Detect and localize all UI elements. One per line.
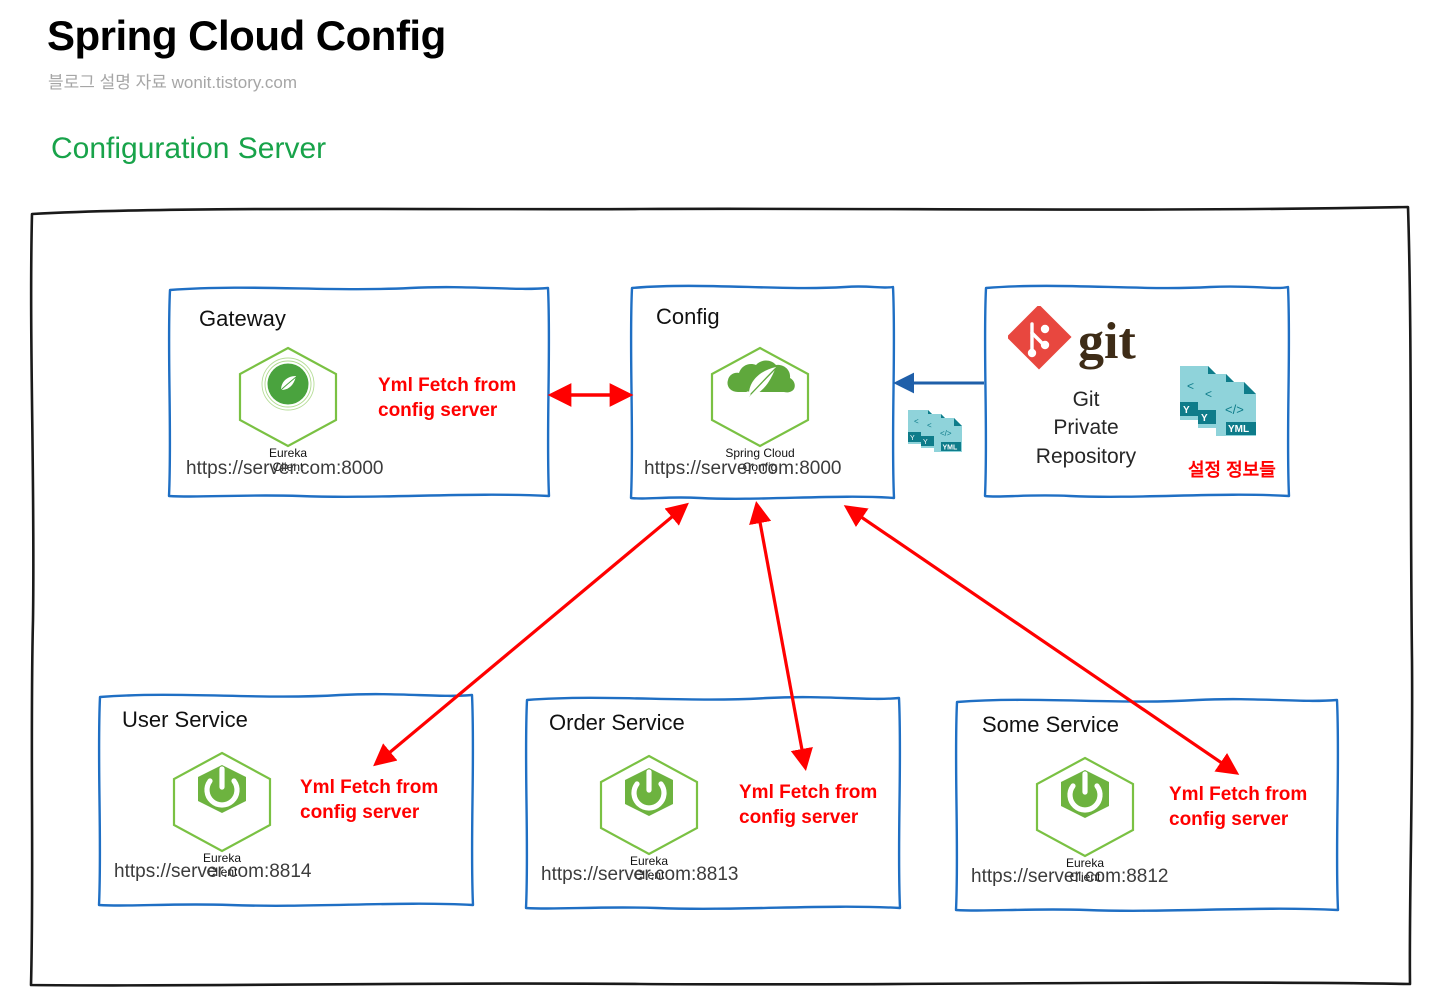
user-service-url: https://server.com:8814 <box>114 861 312 882</box>
config-spring-cloud-badge <box>710 346 810 448</box>
git-text-line-1: Git <box>1072 388 1100 411</box>
gateway-badge-line-2: Client <box>272 460 304 475</box>
order-service-badge-line-1: Eureka <box>629 854 669 868</box>
spring-boot-power-icon <box>625 768 673 816</box>
gateway-fetch-note: Yml Fetch from config server <box>378 373 516 423</box>
svg-text:</>: </> <box>940 429 952 438</box>
gateway-url: https://server.com:8000 <box>186 458 384 479</box>
user-service-fetch-note: Yml Fetch from config server <box>300 775 438 825</box>
svg-text:<: < <box>1205 387 1212 401</box>
svg-text:Y: Y <box>910 435 915 442</box>
config-badge-line-2: Config <box>742 460 778 475</box>
gateway-fetch-note-line-1: Yml Fetch from <box>378 375 517 396</box>
order-service-node[interactable]: Order Service Eureka Client Yml Fetch fr… <box>527 698 900 910</box>
config-node[interactable]: Config Spring Cloud Config https://serve… <box>632 286 894 498</box>
order-service-fetch-note: Yml Fetch from config server <box>739 780 877 830</box>
git-wordmark: git <box>1078 313 1136 370</box>
order-service-fetch-note-line-1: Yml Fetch from <box>739 782 878 803</box>
order-service-badge-line-2: Client <box>633 868 665 883</box>
config-badge-line-1: Spring Cloud <box>725 446 795 460</box>
section-title: Configuration Server <box>51 132 327 165</box>
some-service-badge-line-2: Client <box>1069 870 1101 885</box>
config-url: https://server.com:8000 <box>644 458 842 479</box>
yml-file-stack-icon: Y < Y < YML </> <box>1180 366 1256 436</box>
svg-text:Y: Y <box>923 439 928 446</box>
spring-cloud-config-icon <box>727 360 795 397</box>
config-title: Config <box>656 304 720 329</box>
svg-text:<: < <box>1187 379 1194 393</box>
some-service-fetch-note: Yml Fetch from config server <box>1169 782 1307 832</box>
git-repository-text: Git Private Repository <box>1016 386 1156 471</box>
svg-text:YML: YML <box>1228 424 1249 435</box>
git-text-line-3: Repository <box>1035 444 1137 468</box>
order-service-fetch-note-line-2: config server <box>739 807 859 829</box>
order-service-eureka-badge <box>599 754 699 856</box>
user-service-fetch-note-line-2: config server <box>300 802 420 824</box>
order-service-badge-label: Eureka Client <box>593 854 705 882</box>
gateway-fetch-note-line-2: config server <box>378 400 498 422</box>
some-service-fetch-note-line-1: Yml Fetch from <box>1169 784 1308 805</box>
git-diamond-icon <box>1008 306 1072 370</box>
svg-text:<: < <box>914 417 919 426</box>
user-service-title: User Service <box>122 707 248 732</box>
svg-text:<: < <box>927 421 932 430</box>
spring-eureka-leaf-icon <box>261 357 315 411</box>
order-service-url: https://server.com:8813 <box>541 864 739 885</box>
git-text-line-2: Private <box>1053 416 1119 440</box>
some-service-badge-line-1: Eureka <box>1065 856 1105 870</box>
page-title: Spring Cloud Config <box>47 12 446 59</box>
user-service-eureka-badge <box>172 751 272 853</box>
yml-file-stack-icon-small: Y < Y < YML </> <box>908 410 962 452</box>
svg-text:Y: Y <box>1183 405 1190 416</box>
user-service-badge-line-2: Client <box>206 865 238 880</box>
gateway-badge-label: Eureka Client <box>232 446 344 474</box>
gateway-badge-line-1: Eureka <box>268 446 308 460</box>
user-service-fetch-note-line-1: Yml Fetch from <box>300 777 439 798</box>
svg-text:Y: Y <box>1201 413 1208 424</box>
gateway-title: Gateway <box>199 306 286 331</box>
svg-text:</>: </> <box>1225 402 1244 417</box>
gateway-node[interactable]: Gateway Eureka Client Yml Fetch from con… <box>170 288 550 498</box>
order-service-title: Order Service <box>549 710 685 735</box>
spring-boot-power-icon <box>1061 770 1109 818</box>
spring-boot-power-icon <box>198 765 246 813</box>
some-service-title: Some Service <box>982 712 1119 737</box>
user-service-node[interactable]: User Service Eureka Client Yml Fetch fro… <box>100 695 473 907</box>
some-service-fetch-note-line-2: config server <box>1169 809 1289 831</box>
some-service-badge-label: Eureka Client <box>1029 856 1141 884</box>
user-service-badge-label: Eureka Client <box>166 851 278 879</box>
gateway-eureka-badge <box>238 346 338 448</box>
config-badge-label: Spring Cloud Config <box>694 446 826 474</box>
git-logo: git <box>1008 306 1136 370</box>
some-service-node[interactable]: Some Service Eureka Client Yml Fetch fro… <box>957 700 1337 912</box>
user-service-badge-line-1: Eureka <box>202 851 242 865</box>
svg-text:YML: YML <box>943 445 959 452</box>
some-service-url: https://server.com:8812 <box>971 866 1169 887</box>
page-subtitle: 블로그 설명 자료 wonit.tistory.com <box>48 73 297 92</box>
git-files-note: 설정 정보들 <box>1188 460 1276 480</box>
some-service-eureka-badge <box>1035 756 1135 858</box>
git-repository-node[interactable]: git Git Private Repository Y < Y < <box>986 286 1289 498</box>
